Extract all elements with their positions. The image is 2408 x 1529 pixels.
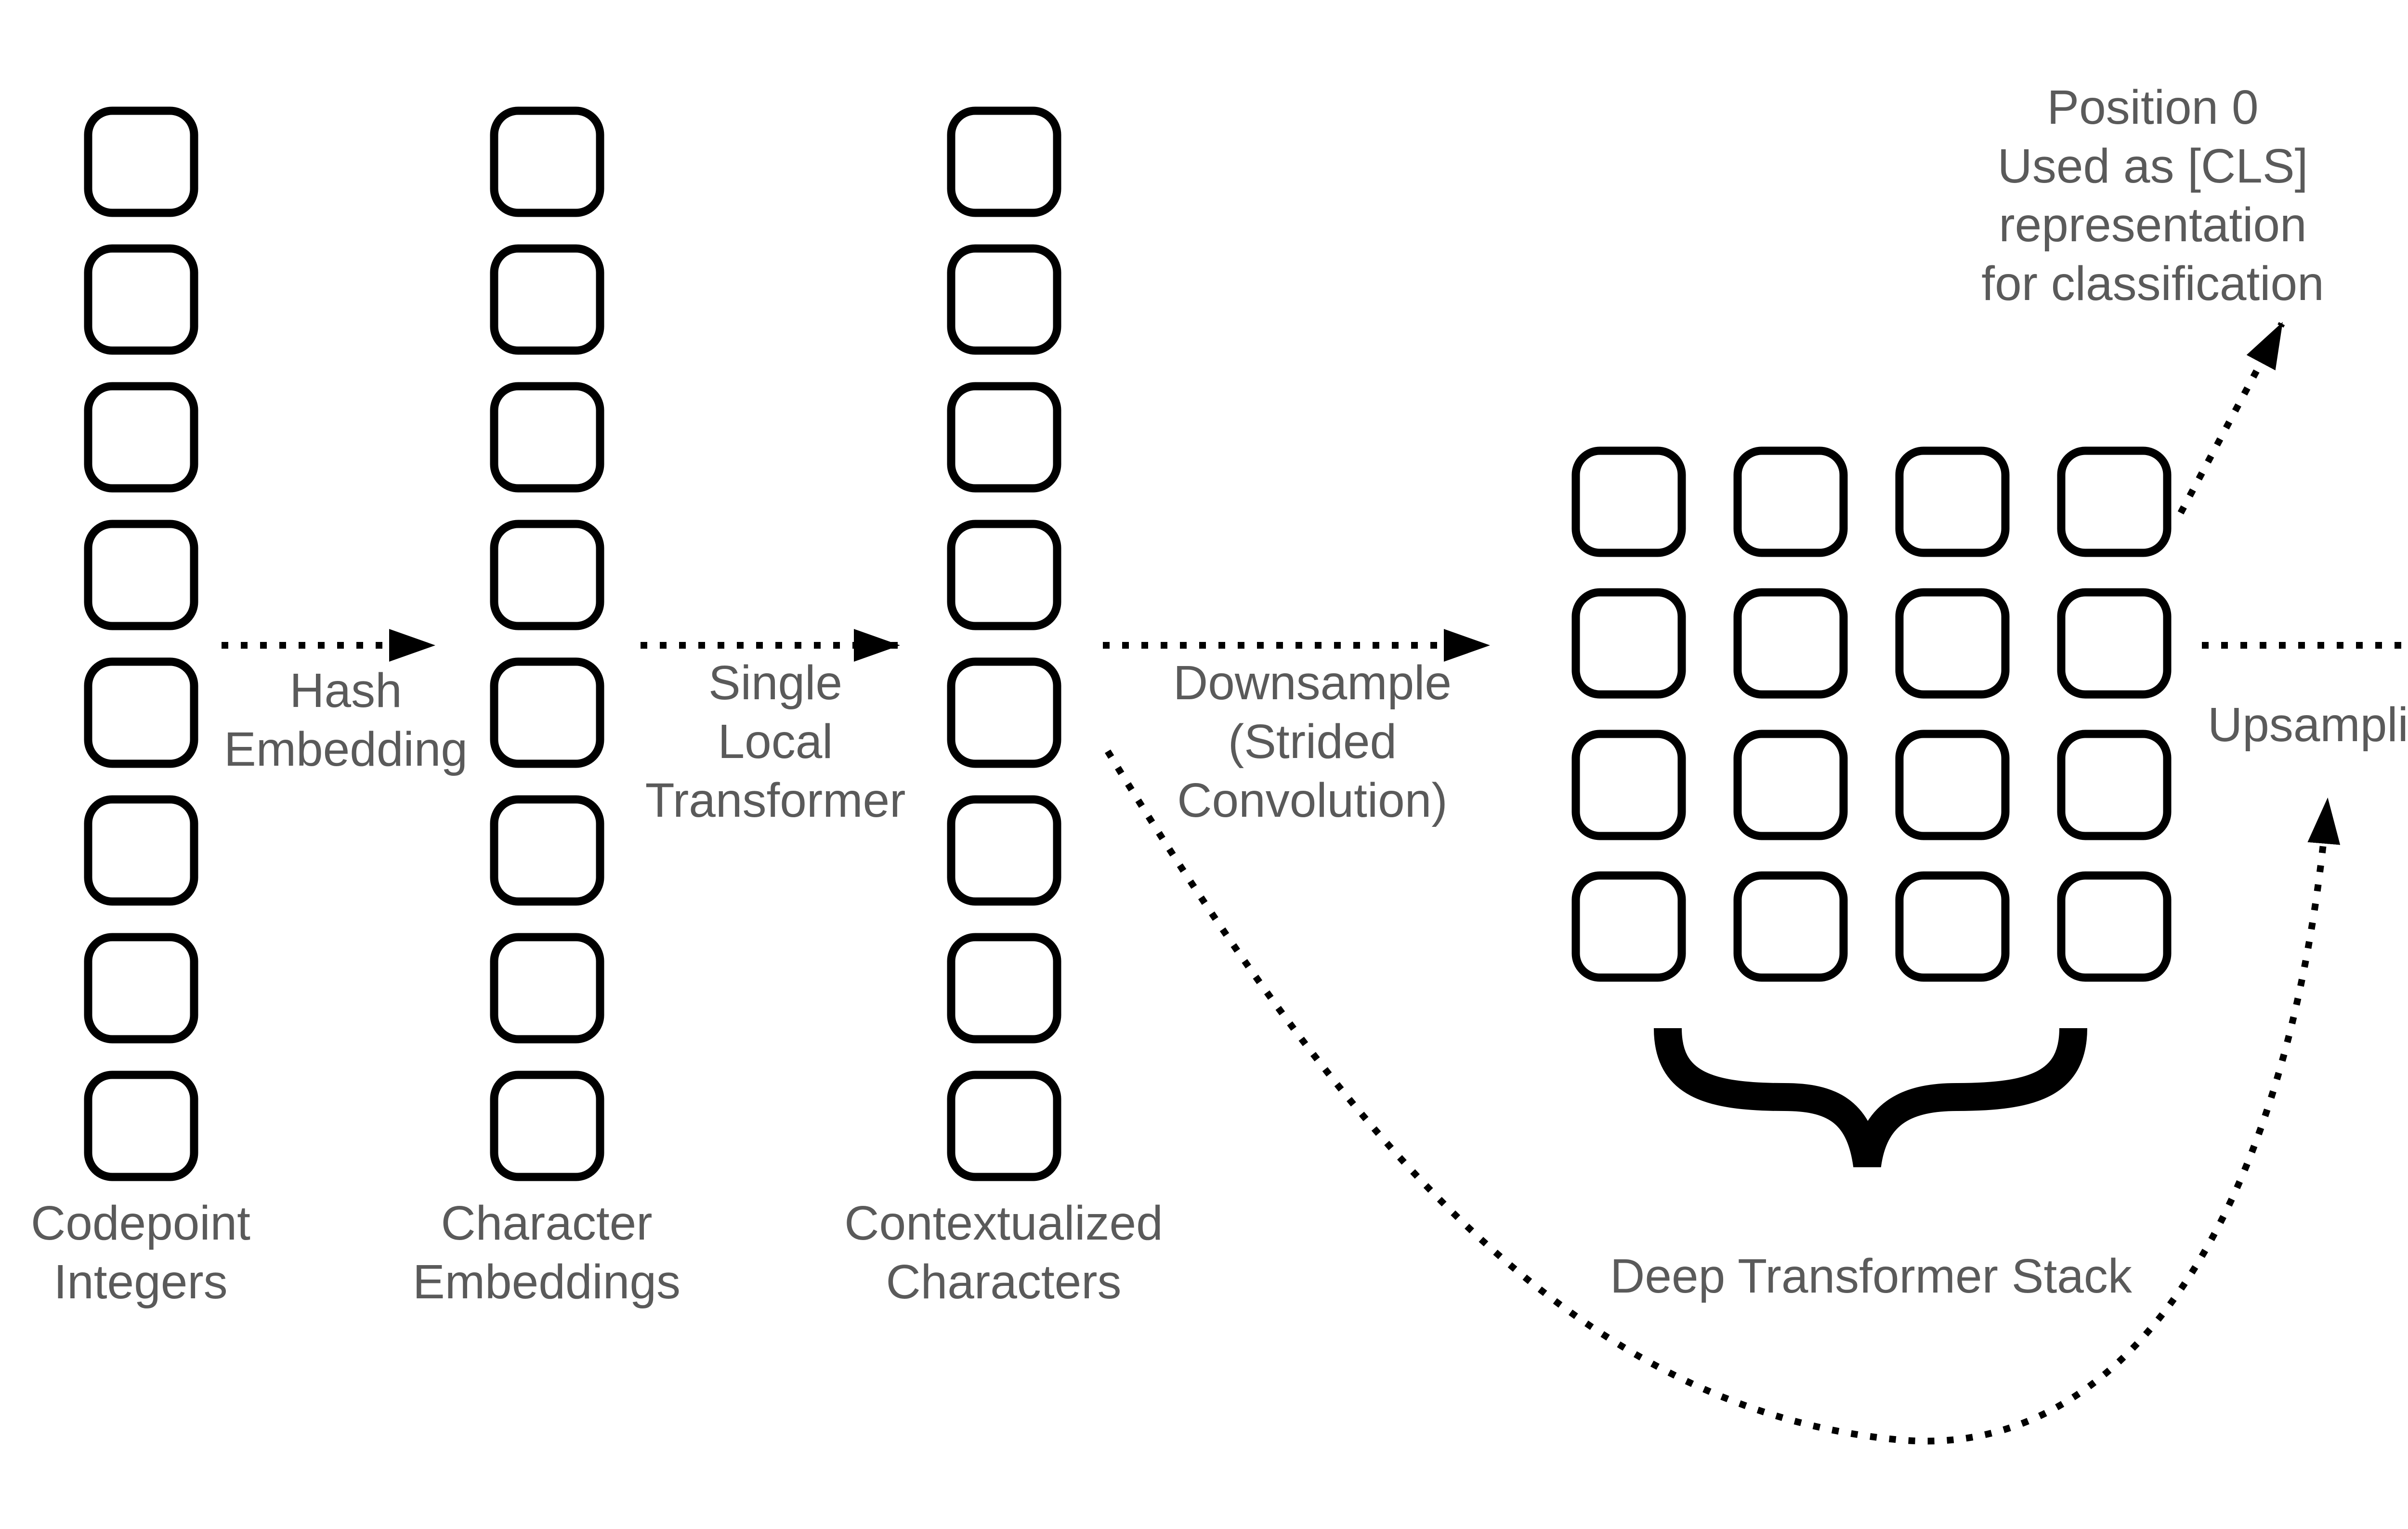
representation-box	[1571, 871, 1686, 982]
hash-embedding-label: Hash Embedding	[224, 661, 468, 779]
representation-box	[84, 933, 198, 1044]
label-line: Transformer	[645, 773, 906, 827]
label-line: representation	[1999, 198, 2307, 252]
deep-transformer-stack-label: Deep Transformer Stack	[1610, 1247, 2132, 1306]
representation-box	[490, 1071, 604, 1181]
representation-box	[1895, 730, 2010, 840]
representation-box	[947, 382, 1061, 493]
representation-box	[1571, 446, 1686, 557]
representation-box	[947, 106, 1061, 217]
representation-box	[1733, 730, 1848, 840]
representation-box	[490, 795, 604, 906]
representation-box	[490, 244, 604, 355]
token-boxes-layer	[84, 106, 2172, 1181]
label-line: Hash	[289, 664, 402, 718]
representation-box	[1571, 730, 1686, 840]
column-contextualized-characters	[947, 106, 1061, 1181]
label-line: Codepoint	[31, 1196, 250, 1250]
upsampling-label: Upsampling	[2208, 695, 2408, 754]
label-line: Downsample	[1173, 656, 1452, 710]
underbrace-icon	[1654, 1028, 2087, 1168]
cls-note-label: Position 0 Used as [CLS] representation …	[1981, 78, 2324, 313]
representation-box	[2057, 446, 2172, 557]
label-line: Convolution)	[1177, 773, 1448, 827]
codepoint-integers-label: Codepoint Integers	[31, 1194, 250, 1311]
label-line: Position 0	[2047, 80, 2259, 134]
column-character-embeddings	[490, 106, 604, 1181]
representation-box	[1895, 588, 2010, 699]
representation-box	[2057, 730, 2172, 840]
representation-box	[947, 520, 1061, 630]
representation-box	[947, 795, 1061, 906]
representation-box	[84, 520, 198, 630]
label-line: for classification	[1981, 257, 2324, 311]
label-line: Upsampling	[2207, 698, 2408, 752]
representation-box	[947, 1071, 1061, 1181]
character-embeddings-label: Character Embeddings	[413, 1194, 681, 1311]
grid-deep-transformer-stack	[1571, 446, 2172, 982]
representation-box	[84, 244, 198, 355]
representation-box	[1895, 446, 2010, 557]
label-line: Used as [CLS]	[1997, 139, 2308, 193]
label-line: Integers	[53, 1255, 228, 1309]
representation-box	[2057, 588, 2172, 699]
label-line: Contextualized	[844, 1196, 1163, 1250]
representation-box	[84, 1071, 198, 1181]
column-codepoint-integers	[84, 106, 198, 1181]
downsample-label: Downsample (Strided Convolution)	[1173, 653, 1452, 830]
label-line: Deep Transformer Stack	[1610, 1249, 2132, 1303]
label-line: Embedding	[224, 722, 468, 776]
representation-box	[1733, 871, 1848, 982]
representation-box	[947, 657, 1061, 768]
representation-box	[1733, 446, 1848, 557]
label-line: Character	[441, 1196, 653, 1250]
representation-box	[490, 382, 604, 493]
single-local-transformer-label: Single Local Transformer	[645, 653, 906, 830]
residual-skip-curve-arrow	[1105, 749, 2341, 1445]
label-line: Single	[708, 656, 842, 710]
representation-box	[490, 106, 604, 217]
representation-box	[2057, 871, 2172, 982]
representation-box	[1895, 871, 2010, 982]
contextualized-characters-label: Contextualized Characters	[844, 1194, 1163, 1311]
representation-box	[947, 933, 1061, 1044]
cls-note-arrow	[2177, 322, 2285, 515]
representation-box	[1733, 588, 1848, 699]
representation-box	[490, 657, 604, 768]
representation-box	[84, 106, 198, 217]
representation-box	[947, 244, 1061, 355]
representation-box	[84, 657, 198, 768]
label-line: Characters	[886, 1255, 1122, 1309]
representation-box	[490, 520, 604, 630]
representation-box	[84, 795, 198, 906]
label-line: Embeddings	[413, 1255, 681, 1309]
label-line: Local	[718, 715, 833, 769]
representation-box	[490, 933, 604, 1044]
representation-box	[1571, 588, 1686, 699]
label-line: (Strided	[1228, 715, 1397, 769]
representation-box	[84, 382, 198, 493]
